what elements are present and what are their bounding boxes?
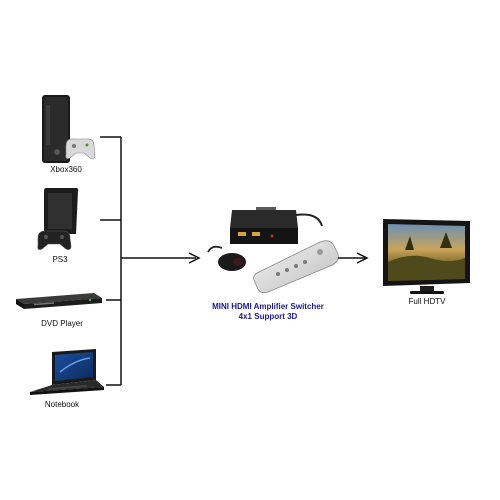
hdmi-switcher-icon bbox=[230, 207, 323, 244]
source-label-xbox360: Xbox360 bbox=[50, 165, 82, 174]
output-arrow-icon bbox=[356, 252, 369, 264]
switcher-title: MINI HDMI Amplifier Switcher bbox=[212, 302, 324, 311]
notebook-laptop-icon bbox=[30, 349, 104, 395]
output-label-full-hdtv: Full HDTV bbox=[409, 297, 447, 306]
dvd-player-icon bbox=[16, 293, 102, 309]
source-label-ps3: PS3 bbox=[52, 255, 68, 264]
remote-control-icon bbox=[253, 240, 339, 294]
input-arrow-icon bbox=[188, 252, 201, 264]
ps3-console-icon bbox=[37, 188, 79, 250]
source-connector-lines bbox=[100, 136, 196, 386]
switcher-subtitle: 4x1 Support 3D bbox=[239, 312, 298, 321]
xbox360-console-icon bbox=[42, 95, 96, 163]
flat-tv-icon bbox=[383, 219, 470, 294]
source-label-notebook: Notebook bbox=[45, 400, 80, 409]
ir-receiver-icon bbox=[207, 245, 246, 271]
source-label-dvd-player: DVD Player bbox=[41, 319, 83, 328]
